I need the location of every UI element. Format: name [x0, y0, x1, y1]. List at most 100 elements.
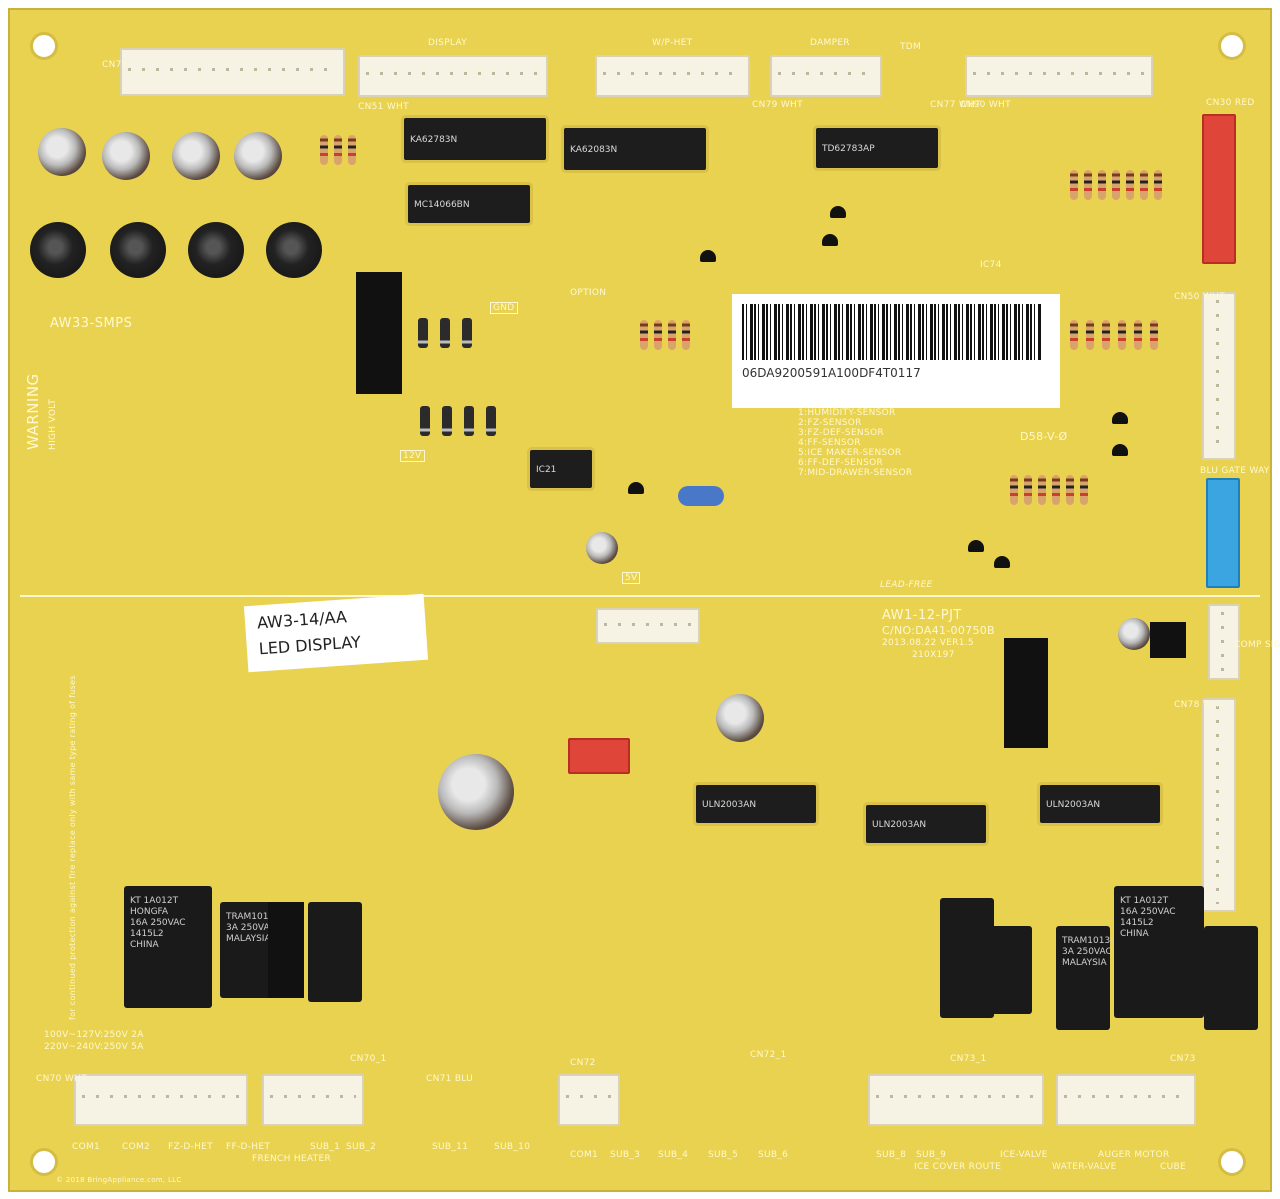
bottom-label: SUB_2 [346, 1142, 377, 1152]
sticker-line-2: LED DISPLAY [258, 632, 362, 659]
connector-cn73-1 [868, 1074, 1044, 1126]
relay-ry79: TRAM1013C 3A 250VAC MALAYSIA [1056, 926, 1117, 1030]
capacitor-c115 [1118, 618, 1150, 650]
bottom-label: CUBE [1160, 1162, 1186, 1172]
label-cn71: CN71 BLU [426, 1074, 474, 1084]
label-lead-free: LEAD-FREE [880, 580, 933, 590]
connector-block [356, 272, 402, 394]
ic-ic72: ULN2003AN [696, 785, 816, 823]
ic-ic50: KA62083N [564, 128, 706, 170]
label-cn50: CN50 WHT [1174, 292, 1225, 302]
diode [420, 406, 430, 436]
label-copyright: © 2018 BringAppliance.com, LLC [56, 1176, 182, 1184]
bottom-label: COM2 [122, 1142, 151, 1152]
transistor [994, 556, 1010, 568]
crystal-oscillator [678, 486, 724, 506]
ic-ic91: TD62783AP [816, 128, 938, 168]
resistor [1070, 170, 1078, 200]
label-gateway: BLU GATE WAY [1200, 466, 1270, 476]
label-cn30: CN30 RED [1206, 98, 1255, 108]
sensor-item: 2:FZ-SENSOR [798, 418, 862, 428]
sensor-item: 3:FZ-DEF-SENSOR [798, 428, 884, 438]
label-cn77: CN77 WHT [930, 100, 981, 110]
resistor [640, 320, 648, 350]
resistor [1024, 475, 1032, 505]
label-date: 2013.08.22 VER1.5 [882, 638, 974, 648]
capacitor-c120 [438, 754, 514, 830]
bottom-label: FZ-D-HET [168, 1142, 213, 1152]
connector-cn78 [1202, 698, 1236, 912]
label-wp-het: W/P-HET [652, 38, 693, 48]
resistor [682, 320, 690, 350]
resistor [1150, 320, 1158, 350]
resistor [1154, 170, 1162, 200]
bottom-label: COM1 [570, 1150, 599, 1160]
mounting-hole [1218, 1148, 1246, 1176]
connector-comp-signal [1208, 604, 1240, 680]
ic-ic75: ULN2003AN [866, 805, 986, 843]
resistor [1070, 320, 1078, 350]
resistor [1102, 320, 1110, 350]
bottom-label: ICE-VALVE [1000, 1150, 1048, 1160]
mounting-hole [1218, 32, 1246, 60]
board-split-line [20, 595, 1260, 597]
label-cn70-1: CN70_1 [350, 1054, 387, 1064]
bottom-label: ICE COVER ROUTE [914, 1162, 1002, 1172]
transistor [830, 206, 846, 218]
circuit-board: CN76 DISPLAY CN51 WHT W/P-HET CN79 WHT D… [8, 8, 1280, 1192]
label-high-volt: HIGH VOLT [48, 398, 58, 450]
diode [440, 318, 450, 348]
bottom-label: SUB_11 [432, 1142, 469, 1152]
label-cn78: CN78 WHT [1174, 700, 1225, 710]
resistor [1038, 475, 1046, 505]
label-part: AW1-12-PJT [882, 608, 962, 623]
transistor [968, 540, 984, 552]
label-cn70: CN70 WHT [36, 1074, 87, 1084]
capacitor-c704 [38, 128, 86, 176]
relay-ry70: KT 1A012T HONGFA 16A 250VAC 1415L2 CHINA [124, 886, 212, 1008]
bottom-label: SUB_5 [708, 1150, 739, 1160]
ic-ic21: IC21 [530, 450, 592, 488]
bottom-label: SUB_8 [876, 1150, 907, 1160]
connector-cn73 [1056, 1074, 1196, 1126]
connector-cn50 [1202, 292, 1236, 460]
label-warning: WARNING [24, 373, 42, 450]
bottom-label: SUB_1 [310, 1142, 341, 1152]
bottom-label: FRENCH HEATER [252, 1154, 332, 1164]
connector-damper [770, 55, 882, 97]
led-display-sticker: AW3-14/AA LED DISPLAY [243, 593, 429, 673]
capacitor-c701 [102, 132, 150, 180]
bottom-label: SUB_6 [758, 1150, 789, 1160]
sensor-item: 5:ICE MAKER-SENSOR [798, 448, 902, 458]
connector-cn70 [74, 1074, 248, 1126]
transistor [700, 250, 716, 262]
label-option: OPTION [570, 288, 607, 298]
relay-block-ic76 [1004, 638, 1048, 748]
diode [486, 406, 496, 436]
resistor [1084, 170, 1092, 200]
ic-ic73: ULN2003AN [1040, 785, 1160, 823]
transistor [628, 482, 644, 494]
ic-ic51: KA62783N [404, 118, 546, 160]
relay-ry73 [972, 926, 1032, 1014]
label-fuse-rating-1: 100V~127V:250V 2A [44, 1030, 144, 1040]
connector-wp-het [595, 55, 750, 97]
resistor [1140, 170, 1148, 200]
resistor [1052, 475, 1060, 505]
diode [462, 318, 472, 348]
resistor [1134, 320, 1142, 350]
bottom-label: FF-D-HET [226, 1142, 271, 1152]
label-cn79: CN79 WHT [752, 100, 803, 110]
connector-cn90 [965, 55, 1153, 97]
sensor-item: 7:MID-DRAWER-SENSOR [798, 468, 913, 478]
label-tdm: TDM [900, 42, 922, 52]
inductor-l702 [188, 222, 244, 278]
inductor-l704 [30, 222, 86, 278]
barcode-text: 06DA9200591A100DF4T0117 [742, 366, 921, 380]
label-fuse-text: for continued protection against fire re… [68, 675, 77, 1020]
sensor-item: 6:FF-DEF-SENSOR [798, 458, 884, 468]
capacitor-c108 [716, 694, 764, 742]
voltage-tag: GND [490, 302, 518, 314]
diode [464, 406, 474, 436]
relay-core [268, 902, 304, 998]
